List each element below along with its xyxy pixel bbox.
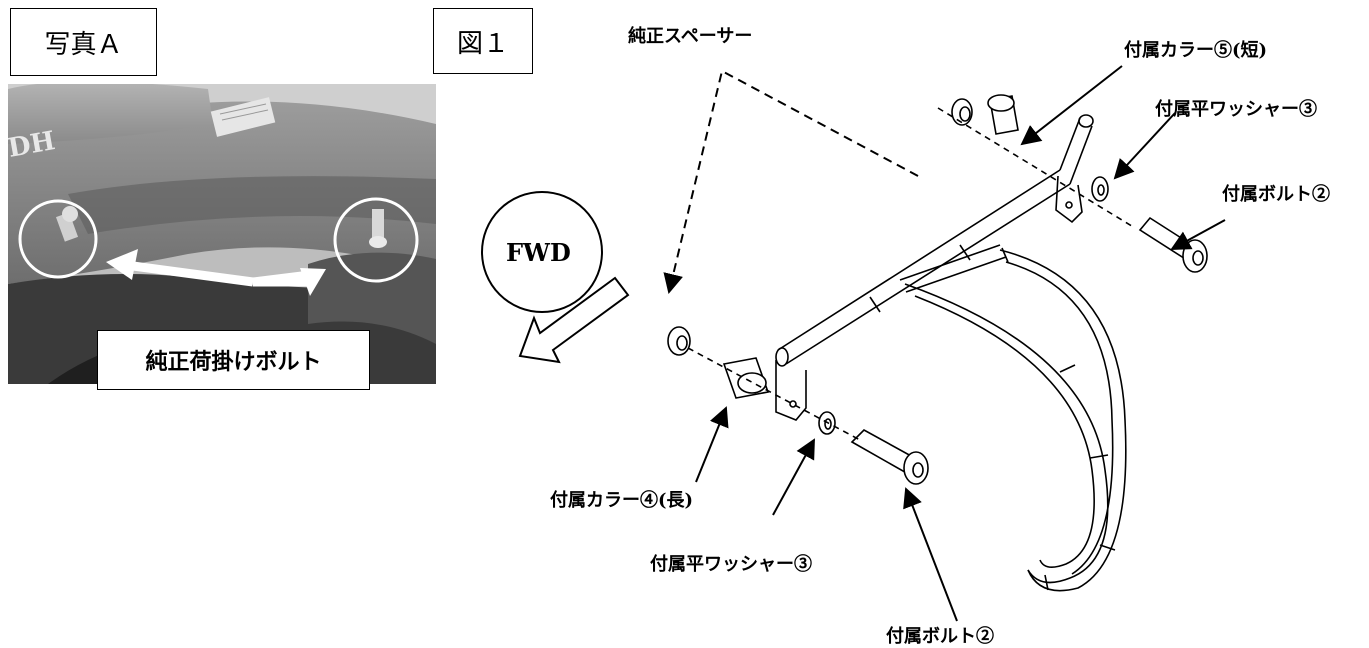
bottom-axis bbox=[687, 347, 861, 441]
fwd-label: FWD bbox=[506, 238, 571, 267]
bolt-highlight-left bbox=[18, 199, 98, 279]
bolt-highlight-right bbox=[333, 197, 419, 283]
washer-bottom-leader bbox=[772, 438, 815, 516]
figure-1-title: 図１ bbox=[433, 8, 533, 74]
label-bolt-bottom: 付属ボルト② bbox=[886, 626, 994, 647]
label-collar-long: 付属カラー④(長) bbox=[550, 490, 694, 511]
spacer-leader bbox=[663, 69, 919, 294]
photo-a-callout: 純正荷掛けボルト bbox=[97, 330, 370, 390]
motorcycle-rear-photo bbox=[8, 84, 436, 384]
top-hardware bbox=[951, 94, 1208, 273]
fwd-circle bbox=[481, 191, 603, 313]
carrier-frame bbox=[775, 114, 1127, 592]
bottom-hardware bbox=[667, 326, 929, 485]
label-washer-bottom: 付属平ワッシャー③ bbox=[650, 554, 812, 575]
bolt-top-leader bbox=[1170, 219, 1226, 250]
bolt-bottom-leader bbox=[903, 487, 958, 622]
collar-short-leader bbox=[1020, 65, 1123, 146]
washer-top-leader bbox=[1113, 112, 1176, 180]
fwd-arrow-icon bbox=[518, 276, 630, 364]
label-collar-short: 付属カラー⑤(短) bbox=[1124, 40, 1268, 61]
label-washer-top: 付属平ワッシャー③ bbox=[1155, 99, 1317, 120]
top-axis bbox=[937, 107, 1136, 229]
photo-a-callout-text: 純正荷掛けボルト bbox=[145, 349, 322, 375]
photo-a-title: 写真Ａ bbox=[10, 8, 157, 76]
photo-a-title-text: 写真Ａ bbox=[44, 29, 123, 60]
label-stock-spacer: 純正スペーサー bbox=[628, 26, 753, 47]
label-bolt-top: 付属ボルト② bbox=[1222, 184, 1330, 205]
collar-long-leader bbox=[695, 406, 729, 483]
figure-1-title-text: 図１ bbox=[456, 28, 509, 59]
